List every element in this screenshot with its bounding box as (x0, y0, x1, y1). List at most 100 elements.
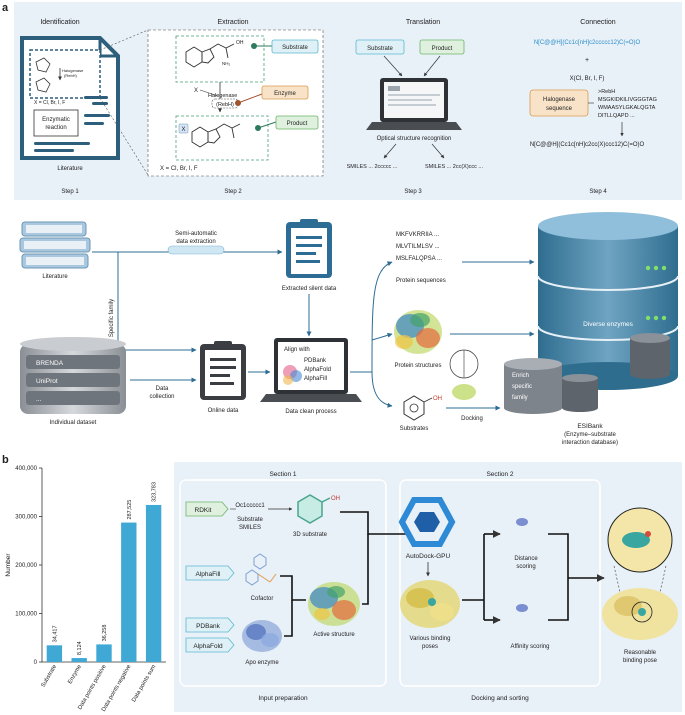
pdbank-label: PDBank (196, 623, 221, 630)
smiles-substrate: SMILES ... 2ccccc ... (347, 164, 398, 170)
doc-rebh: (RebH) (64, 73, 78, 78)
substrate-smiles-2: SMILES (239, 525, 261, 531)
substrates-label: Substrates (400, 426, 429, 432)
smiles-product: SMILES ... 2cc(X)ccc ... (425, 164, 484, 170)
connection-smiles-bottom: N[C@@H](Cc1c[nH]c2cc(X)ccc12)C(=O)O (530, 142, 645, 148)
b-oh: OH (331, 496, 340, 502)
individual-database-icon (20, 337, 126, 414)
autodock-label: AutoDock-GPU (406, 553, 451, 560)
section-1-box (179, 479, 387, 687)
connection-plus: + (585, 57, 589, 64)
translation-substrate-label: Substrate (367, 46, 393, 52)
autodock-logo (398, 497, 456, 547)
x-tick-label: Data points positive (77, 664, 107, 711)
bar-0 (46, 645, 63, 662)
product-tag-label: Product (287, 121, 308, 127)
product-x: X (181, 127, 185, 133)
docking-and-sorting: Docking and sorting (471, 695, 529, 702)
x-tick-label: Data points sum (131, 664, 157, 703)
product-dot (255, 125, 261, 131)
flow-oh: OH (433, 396, 442, 402)
reasonable-pose-1: Reasonable (624, 650, 657, 656)
step-2-label: Step 2 (224, 189, 242, 195)
halogenase-sequence-box (529, 89, 589, 117)
data-collection-1: Data (156, 386, 169, 392)
db-uniprot: UniProt (36, 378, 58, 385)
panel-b-letter: b (2, 454, 9, 466)
online-data: Online data (208, 408, 239, 414)
data-collection-2: collection (149, 394, 174, 400)
bar-value-label: 323,783 (152, 482, 158, 502)
y-tick-label: 200,000 (15, 563, 37, 569)
diverse-enzymes: Diverse enzymes (583, 321, 634, 328)
esibank-sub-1: (Enzyme–substrate (564, 432, 616, 438)
extraction-x-equation: X = Cl, Br, I, F (160, 166, 198, 172)
docking-label: Docking (461, 416, 483, 422)
y-tick-label: 300,000 (15, 515, 37, 521)
distance-scoring-icon (516, 518, 530, 548)
various-poses-2: poses (422, 644, 438, 650)
osr-label: Optical structure recognition (377, 136, 452, 142)
seq-line-1: MSGKIDKILIVGGGTAG (598, 97, 657, 103)
translation-substrate-tag (355, 39, 405, 55)
align-with: Align with (284, 347, 310, 353)
apo-enzyme-label: Apo enzyme (245, 660, 279, 666)
enzyme-tag (261, 85, 309, 100)
extraction-rebh: (RebH) (216, 102, 234, 108)
flow-literature: Literature (42, 274, 68, 280)
step-extraction-title: Extraction (217, 19, 248, 26)
x-tick-label: Enzyme (67, 664, 83, 685)
step-4-label: Step 4 (589, 189, 607, 195)
3d-substrate-label: 3D substrate (293, 532, 328, 538)
seq-0: MKFVKRRIIA ... (396, 232, 439, 238)
section-2-title: Section 2 (486, 471, 513, 478)
extraction-halogenase: Halogenase (208, 93, 237, 99)
enzyme-tag-label: Enzyme (274, 91, 296, 97)
translation-product-tag (419, 39, 465, 55)
active-structure-label: Active structure (313, 632, 355, 638)
protein-structure-icon (394, 310, 442, 354)
seq-2: MSLFALQPSA ... (396, 256, 442, 262)
active-structure-icon (308, 582, 360, 626)
semi-auto-1: Semi-automatic (175, 231, 217, 237)
pdbank-tag (185, 617, 235, 633)
extracted-silent-data: Extracted silent data (282, 286, 337, 292)
literature-caption: Literature (57, 166, 83, 172)
y-axis-label: Number (5, 553, 12, 577)
substrate-tag-label: Substrate (282, 45, 308, 51)
y-tick-label: 100,000 (15, 612, 37, 618)
translation-product-label: Product (432, 46, 453, 52)
phenol-ring (403, 395, 425, 421)
extraction-nh2: NH₂ (222, 61, 230, 66)
semi-auto-2: data extraction (176, 239, 215, 245)
step-1-label: Step 1 (61, 189, 79, 195)
step-3-label: Step 3 (404, 189, 422, 195)
reasonable-pose-2: binding pose (623, 658, 658, 664)
3d-substrate-ring (297, 494, 323, 524)
bar-4 (145, 504, 162, 662)
connection-halogens: X(Cl, Br, I, F) (570, 76, 605, 82)
substrate-tag (271, 39, 319, 54)
tryptophan-structure (185, 43, 235, 68)
individual-dataset: Individual dataset (50, 420, 97, 426)
product-region (175, 115, 269, 161)
apo-enzyme-icon (242, 620, 282, 652)
protein-sequences: Protein sequences (396, 278, 446, 284)
distance-scoring-2: scoring (516, 564, 535, 570)
y-tick-label: 400,000 (15, 466, 37, 472)
panel-a-letter: a (2, 2, 9, 14)
db-ellipsis: ... (36, 396, 42, 403)
halogenase-sequence-1: Halogenase (543, 97, 576, 103)
bar-2 (96, 644, 112, 662)
alphafill-tag (185, 565, 235, 581)
cofactor-icon (245, 553, 277, 586)
alphafill-label: AlphaFill (196, 571, 221, 578)
x-tick-label: Data points negative (101, 664, 133, 713)
clipboard-online-icon (200, 341, 246, 400)
reasonable-pose-icon (602, 507, 678, 640)
bar-1 (71, 658, 87, 662)
various-poses-1: Various binding (410, 636, 451, 642)
distance-scoring-1: Distance (514, 556, 538, 562)
step-translation-title: Translation (406, 19, 440, 26)
